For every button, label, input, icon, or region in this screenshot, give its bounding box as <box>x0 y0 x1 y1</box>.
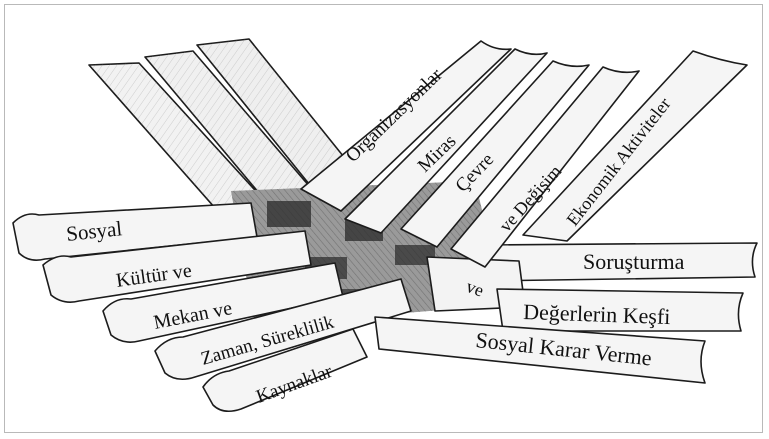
label-degerler: Değerlerin Keşfi <box>523 299 671 329</box>
figure-frame: Sosyal Kültür ve Mekan ve Zaman, Sürekli… <box>4 4 763 433</box>
label-sorusturma: Soruşturma <box>583 249 685 274</box>
woven-strips-illustration: Sosyal Kültür ve Mekan ve Zaman, Sürekli… <box>5 5 764 434</box>
